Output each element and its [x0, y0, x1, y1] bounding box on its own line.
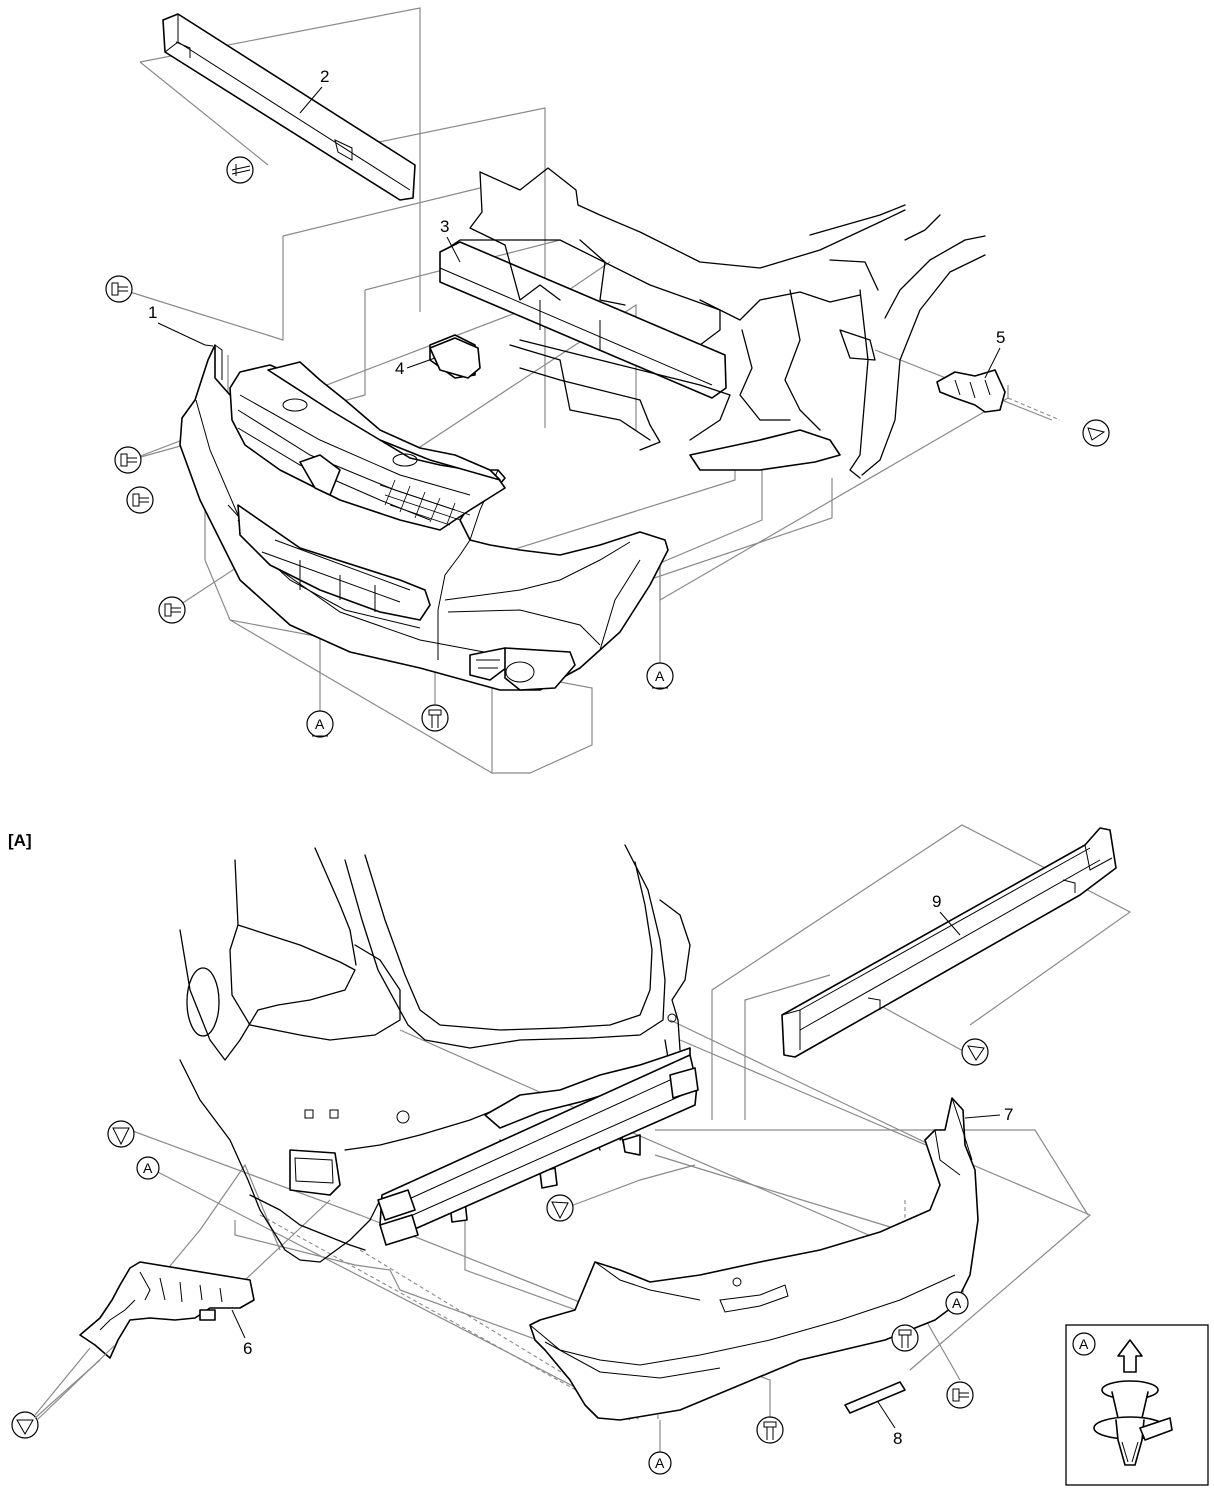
tapping-screw-icon	[11, 1411, 39, 1439]
callout-3: 3	[440, 217, 449, 236]
tapping-screw-icon	[107, 1120, 135, 1148]
bolt-icon	[126, 486, 154, 514]
clip-icon: A	[646, 662, 674, 690]
up-arrow-icon	[1117, 1339, 1143, 1373]
svg-text:A: A	[143, 1160, 153, 1176]
front-bumper-assembly: 2 3 1 4 5	[105, 7, 1110, 774]
front-bumper-side-bracket	[936, 369, 1006, 413]
legend-symbol: A	[1079, 1336, 1089, 1352]
bolt-icon	[114, 446, 142, 474]
callout-9: 9	[932, 892, 941, 911]
front-grille	[229, 361, 506, 531]
tapping-screw-icon	[546, 1194, 574, 1222]
clip-icon: A	[306, 710, 334, 738]
rear-bumper-absorber	[781, 827, 1117, 1058]
section-label-a: [A]	[8, 831, 32, 850]
push-clip-illustration	[1093, 1380, 1173, 1466]
callout-5: 5	[996, 328, 1005, 347]
rear-bumper-reinforcement	[377, 1054, 699, 1246]
rear-body-hatch	[179, 844, 691, 1263]
svg-text:A: A	[315, 716, 325, 732]
svg-text:A: A	[952, 1295, 962, 1311]
front-lower-bracket	[429, 337, 481, 379]
bolt-icon	[158, 596, 186, 624]
clip-icon: A	[648, 1451, 672, 1475]
callout-1: 1	[148, 303, 157, 322]
rear-reflector-strip	[844, 1381, 906, 1414]
svg-text:A: A	[655, 668, 665, 684]
tapping-screw-icon	[961, 1038, 989, 1066]
clip-icon: A	[136, 1156, 160, 1180]
callout-7: 7	[1004, 1105, 1013, 1124]
bolt-icon	[946, 1381, 974, 1409]
rear-bumper-assembly: 9 7 6 8 A A	[11, 824, 1132, 1475]
bolt-icon	[421, 704, 449, 732]
clip-legend-box: A	[1065, 1324, 1209, 1486]
bolt-icon	[891, 1324, 919, 1352]
callout-2: 2	[320, 67, 329, 86]
svg-text:A: A	[655, 1455, 665, 1471]
front-bumper-absorber	[162, 13, 416, 201]
callout-4: 4	[395, 359, 404, 378]
callout-6: 6	[243, 1339, 252, 1358]
screw-icon	[226, 156, 254, 184]
clip-icon: A	[945, 1291, 969, 1315]
rear-bumper-cover	[529, 1097, 979, 1421]
bolt-icon	[756, 1416, 784, 1444]
front-body-frame	[429, 167, 986, 479]
tapping-screw-icon	[1082, 419, 1110, 447]
bolt-icon	[105, 275, 133, 303]
rear-side-bracket	[79, 1261, 255, 1359]
callout-8: 8	[893, 1429, 902, 1448]
